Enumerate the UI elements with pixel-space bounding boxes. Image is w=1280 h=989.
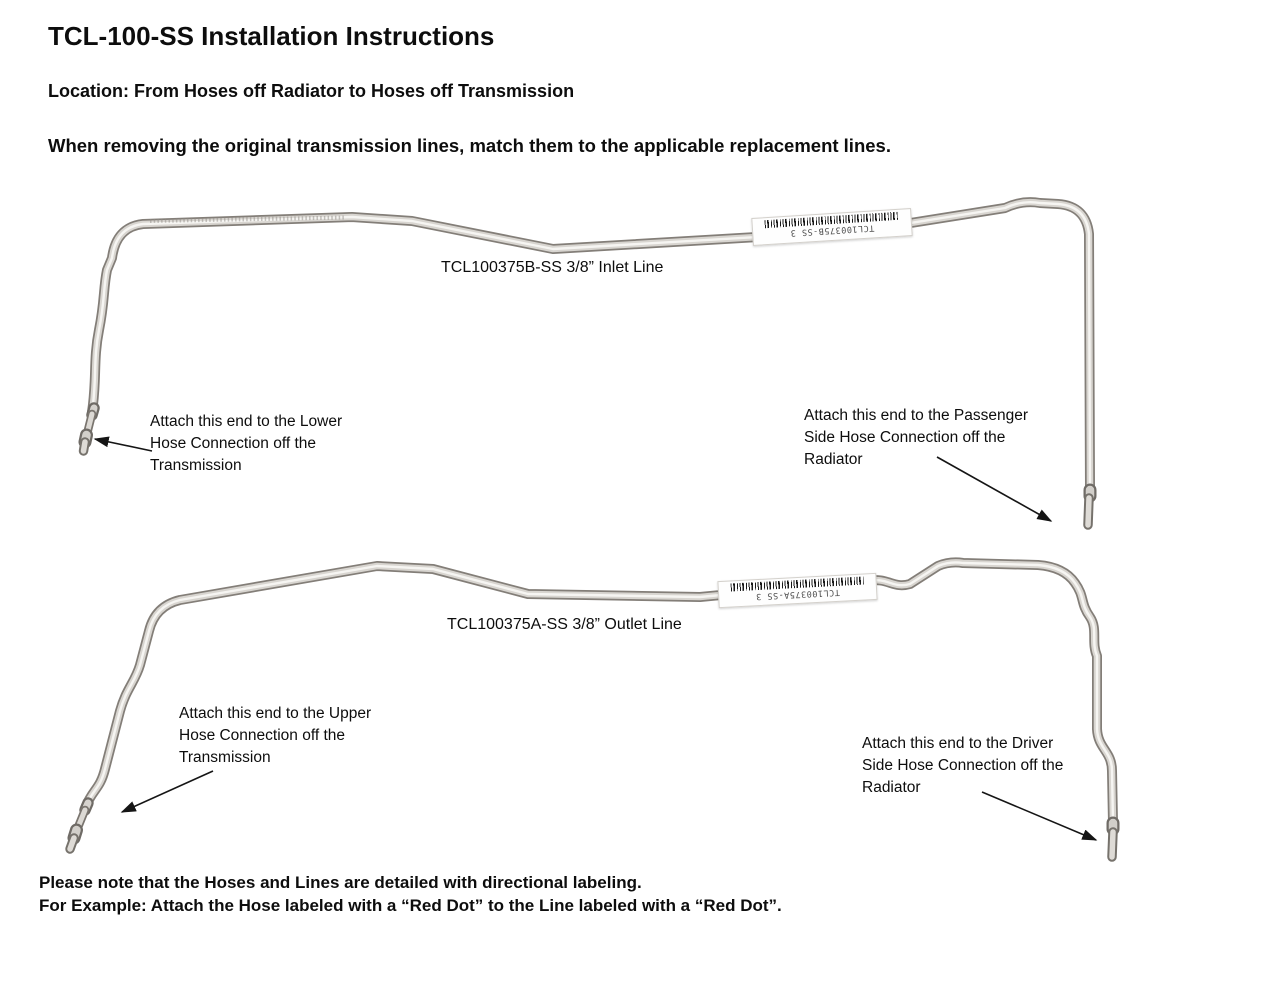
annotation-line: Side Hose Connection off the bbox=[804, 429, 1006, 446]
outlet-transmission-fitting bbox=[65, 797, 94, 854]
note-line: Please note that the Hoses and Lines are… bbox=[39, 873, 642, 892]
inlet-line-caption: TCL100375B-SS 3/8” Inlet Line bbox=[441, 259, 664, 276]
arrow-inlet-radiator-end bbox=[936, 456, 1053, 522]
instruction-line: When removing the original transmission … bbox=[48, 135, 891, 156]
annotation-line: Transmission bbox=[179, 749, 271, 766]
directional-labeling-note: Please note that the Hoses and Lines are… bbox=[39, 871, 782, 917]
arrow-inlet-transmission-end bbox=[93, 436, 153, 452]
inlet-left-annotation: Attach this end to the Lower Hose Connec… bbox=[150, 411, 342, 477]
tube-texture bbox=[149, 215, 346, 223]
annotation-line: Radiator bbox=[804, 451, 863, 468]
outlet-right-annotation: Attach this end to the Driver Side Hose … bbox=[862, 733, 1063, 799]
annotation-line: Radiator bbox=[862, 779, 921, 796]
note-line: For Example: Attach the Hose labeled wit… bbox=[39, 896, 782, 915]
location-line: Location: From Hoses off Radiator to Hos… bbox=[48, 81, 575, 101]
annotation-line: Hose Connection off the bbox=[179, 727, 346, 744]
annotation-line: Hose Connection off the bbox=[150, 435, 317, 452]
inlet-radiator-fitting bbox=[1083, 483, 1097, 530]
outlet-line-photo bbox=[65, 557, 1120, 862]
page-title: TCL-100-SS Installation Instructions bbox=[48, 21, 495, 51]
inlet-line-photo bbox=[78, 197, 1097, 530]
annotation-line: Attach this end to the Lower bbox=[150, 413, 343, 430]
annotation-line: Side Hose Connection off the bbox=[862, 757, 1064, 774]
outlet-line-caption: TCL100375A-SS 3/8” Outlet Line bbox=[447, 616, 682, 633]
annotation-line: Attach this end to the Driver bbox=[862, 735, 1054, 752]
arrow-outlet-transmission-end bbox=[120, 770, 214, 813]
annotation-line: Transmission bbox=[150, 457, 242, 474]
annotation-line: Attach this end to the Passenger bbox=[804, 407, 1029, 424]
annotation-line: Attach this end to the Upper bbox=[179, 705, 372, 722]
inlet-right-annotation: Attach this end to the Passenger Side Ho… bbox=[804, 405, 1028, 471]
inlet-transmission-fitting bbox=[78, 402, 100, 456]
arrow-outlet-radiator-end bbox=[981, 791, 1098, 841]
outlet-radiator-fitting bbox=[1106, 816, 1120, 862]
outlet-left-annotation: Attach this end to the Upper Hose Connec… bbox=[179, 703, 371, 769]
